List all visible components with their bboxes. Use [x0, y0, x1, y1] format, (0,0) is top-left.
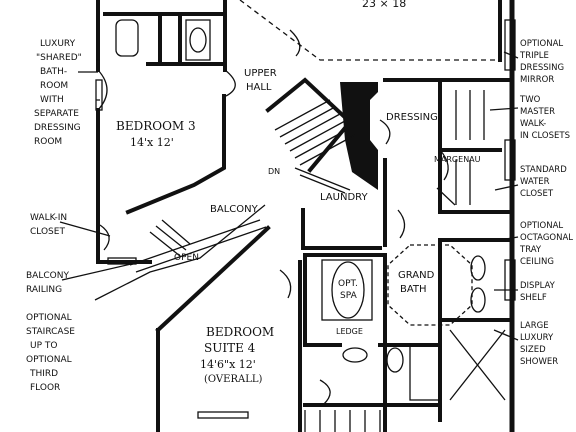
svg-text:UP TO: UP TO [30, 341, 57, 351]
upper-hall-1: UPPER [244, 68, 277, 79]
svg-text:CEILING: CEILING [520, 257, 554, 267]
svg-text:TWO: TWO [519, 95, 541, 105]
left-callout-staircase: OPTIONAL STAIRCASE UP TO OPTIONAL THIRD … [26, 313, 75, 393]
svg-text:WALK-: WALK- [520, 119, 546, 129]
structural-core [340, 82, 378, 190]
left-callout-closet: WALK-IN CLOSET [30, 213, 67, 237]
right-callout-shower: LARGE LUXURY SIZED SHOWER [520, 321, 558, 367]
balcony-label: BALCONY [210, 204, 259, 215]
svg-text:BALCONY: BALCONY [26, 271, 69, 281]
margenau-label: MARGENAU [434, 155, 481, 164]
svg-text:STAIRCASE: STAIRCASE [26, 327, 75, 337]
open-label: OPEN [174, 253, 199, 263]
fixtures [59, 0, 519, 432]
upper-hall-2: HALL [246, 82, 272, 93]
svg-text:"SHARED": "SHARED" [36, 53, 82, 63]
top-dimension: 23 × 18 [362, 0, 406, 10]
bedroom4-name2: SUITE 4 [204, 341, 256, 355]
right-callout-display-shelf: DISPLAY SHELF [520, 281, 556, 303]
svg-text:OPTIONAL: OPTIONAL [520, 39, 563, 49]
svg-text:DRESSING: DRESSING [520, 63, 564, 73]
svg-text:WALK-IN: WALK-IN [30, 213, 67, 223]
spa-1: OPT. [338, 279, 358, 289]
svg-text:TRIPLE: TRIPLE [519, 51, 549, 61]
svg-text:RAILING: RAILING [26, 285, 62, 295]
svg-text:OPTIONAL: OPTIONAL [520, 221, 563, 231]
svg-text:WATER: WATER [520, 177, 550, 187]
walls [96, 0, 515, 432]
svg-text:CLOSET: CLOSET [30, 227, 65, 237]
svg-text:ROOM: ROOM [34, 137, 62, 147]
bedroom3-name: BEDROOM 3 [116, 119, 196, 133]
svg-text:LUXURY: LUXURY [520, 333, 554, 343]
dn-label: DN [268, 167, 280, 176]
svg-text:FLOOR: FLOOR [30, 383, 60, 393]
svg-text:TRAY: TRAY [519, 245, 542, 255]
grand-bath-2: BATH [400, 284, 427, 295]
svg-text:STANDARD: STANDARD [520, 165, 567, 175]
left-callout-bath: LUXURY "SHARED" BATH- ROOM WITH SEPARATE… [34, 39, 82, 147]
svg-text:THIRD: THIRD [29, 369, 58, 379]
bedroom4-size: 14'6"x 12' [200, 358, 256, 371]
bedroom4-note: (OVERALL) [204, 374, 262, 385]
spa-2: SPA [340, 291, 358, 301]
svg-text:SHOWER: SHOWER [520, 357, 558, 367]
grand-bath-1: GRAND [398, 270, 435, 281]
ledge-label: LEDGE [336, 327, 363, 336]
right-callout-tray-ceiling: OPTIONAL OCTAGONAL TRAY CEILING [519, 221, 573, 267]
svg-text:WITH: WITH [40, 95, 64, 105]
svg-text:MIRROR: MIRROR [520, 75, 554, 85]
svg-text:SIZED: SIZED [520, 345, 546, 355]
svg-text:SEPARATE: SEPARATE [34, 109, 79, 119]
laundry-label: LAUNDRY [320, 192, 368, 203]
svg-text:IN CLOSETS: IN CLOSETS [520, 131, 570, 141]
svg-text:DISPLAY: DISPLAY [520, 281, 556, 291]
right-callout-mirror: OPTIONAL TRIPLE DRESSING MIRROR [519, 39, 564, 85]
bedroom4-name: BEDROOM [206, 325, 274, 339]
svg-text:ROOM: ROOM [40, 81, 68, 91]
svg-text:LARGE: LARGE [520, 321, 549, 331]
right-callout-closets: TWO MASTER WALK- IN CLOSETS [519, 95, 570, 141]
svg-text:BATH-: BATH- [40, 67, 67, 77]
svg-text:LUXURY: LUXURY [40, 39, 76, 49]
svg-text:CLOSET: CLOSET [520, 189, 554, 199]
svg-text:SHELF: SHELF [520, 293, 547, 303]
svg-text:MASTER: MASTER [520, 107, 555, 117]
svg-text:OPTIONAL: OPTIONAL [26, 355, 72, 365]
left-callout-railing: BALCONY RAILING [26, 271, 69, 295]
right-callout-water-closet: STANDARD WATER CLOSET [520, 165, 567, 199]
bedroom3-size: 14'x 12' [130, 136, 174, 149]
svg-text:OCTAGONAL: OCTAGONAL [520, 233, 573, 243]
svg-text:OPTIONAL: OPTIONAL [26, 313, 72, 323]
dressing-label: DRESSING [386, 112, 438, 123]
svg-text:DRESSING: DRESSING [34, 123, 81, 133]
